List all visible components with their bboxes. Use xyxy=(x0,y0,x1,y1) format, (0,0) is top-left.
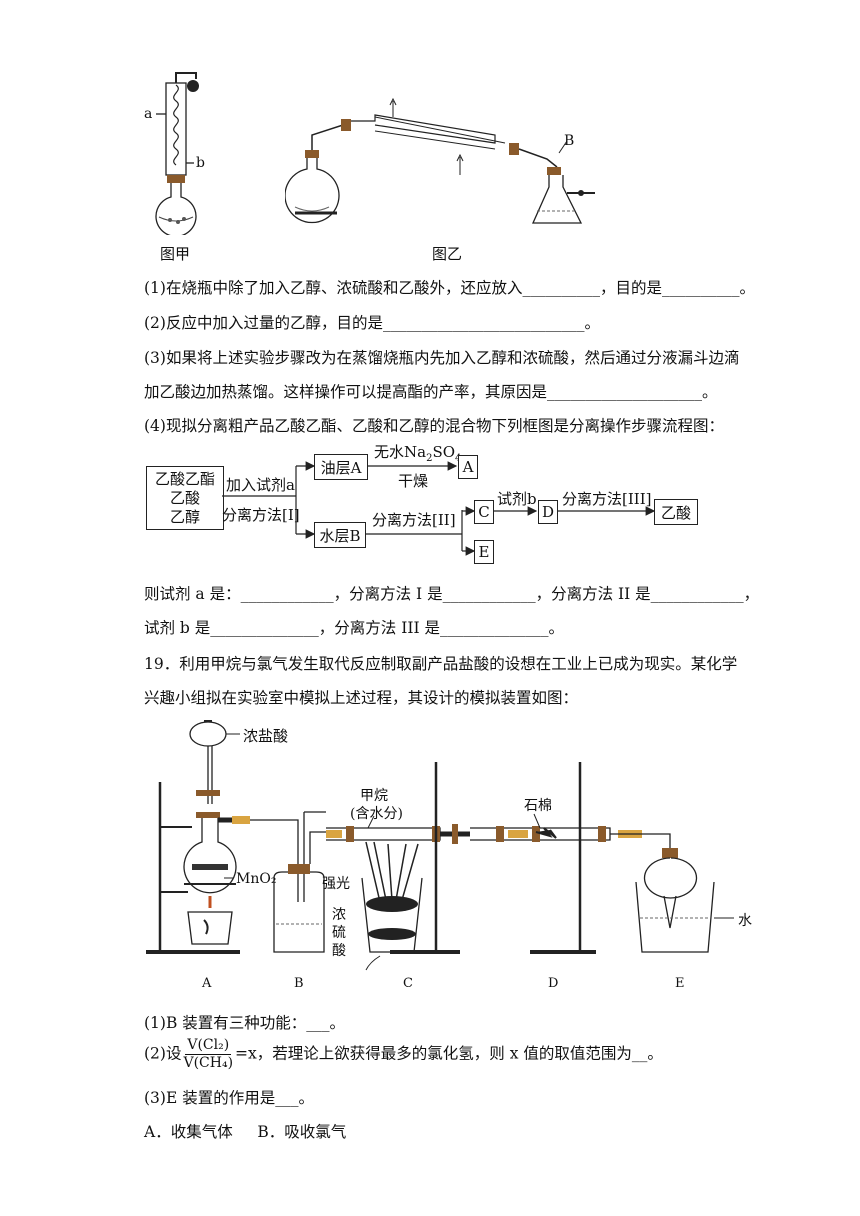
flow-box-E: E xyxy=(474,540,494,564)
apparatus-label-E: E xyxy=(675,976,685,991)
flow-mixture-line2: 乙酸 xyxy=(169,488,200,507)
flow-connectors xyxy=(222,461,656,556)
q18-answer-line1: 则试剂 a 是：____________，分离方法 I 是___________… xyxy=(144,585,760,603)
flow-mixture-box: 乙酸乙酯 乙酸 乙醇 xyxy=(146,466,224,530)
label-strong-light: 强光 xyxy=(322,876,350,892)
flow-drying-agent-prefix: 无水Na xyxy=(374,443,427,461)
q19-apparatus-drawing xyxy=(146,720,734,971)
q18-part3-line2: 加乙酸边加热蒸馏。这样操作可以提高酯的产率，其原因是______________… xyxy=(144,383,718,401)
label-sulfuric: 硫 xyxy=(332,925,346,941)
flow-box-C: C xyxy=(474,500,494,524)
q19-part2-prefix: (2)设 xyxy=(144,1044,182,1063)
q18-part4: (4)现拟分离粗产品乙酸乙酯、乙酸和乙醇的混合物下列框图是分离操作步骤流程图： xyxy=(144,417,724,435)
flow-drying-agent: 无水Na2SO4 xyxy=(374,441,461,464)
q19-stem-line1: 19．利用甲烷与氯气发生取代反应制取副产品盐酸的设想在工业上已成为现实。某化学 xyxy=(144,655,738,673)
flow-drying-agent-sub1: 2 xyxy=(426,453,433,464)
label-asbestos: 石棉 xyxy=(524,798,552,814)
q18-part3-line1: (3)如果将上述实验步骤改为在蒸馏烧瓶内先加入乙醇和浓硫酸，然后通过分液漏斗边滴 xyxy=(144,349,740,367)
label-water: 水 xyxy=(738,913,752,929)
q19-part3: (3)E 装置的作用是___。 xyxy=(144,1089,314,1107)
flow-product-label: 乙酸 xyxy=(660,503,691,522)
apparatus-label-B: B xyxy=(294,976,304,991)
q19-part1: (1)B 装置有三种功能：___。 xyxy=(144,1014,346,1032)
apparatus-label-D: D xyxy=(548,976,559,991)
label-mno2: MnO₂ xyxy=(236,871,277,887)
volume-ratio-fraction: V(Cl₂)V(CH₄) xyxy=(181,1037,235,1072)
q19-stem-line2: 兴趣小组拟在实验室中模拟上述过程，其设计的模拟装置如图： xyxy=(144,689,579,707)
q18-part1: (1)在烧瓶中除了加入乙醇、浓硫酸和乙酸外，还应放入__________，目的是… xyxy=(144,279,755,297)
label-conc-hcl: 浓盐酸 xyxy=(243,727,289,745)
flow-water-layer-box: 水层B xyxy=(314,522,366,548)
caption-fig-yi: 图乙 xyxy=(432,245,463,263)
flow-sep-method-2: 分离方法[II] xyxy=(372,511,456,529)
label-conc: 浓 xyxy=(332,907,346,923)
q18-answer-line2: 试剂 b 是______________，分离方法 III 是_________… xyxy=(144,619,564,637)
flow-reagent-b: 试剂b xyxy=(497,490,537,508)
flow-box-A-label: A xyxy=(462,458,474,476)
flow-product-box: 乙酸 xyxy=(654,499,698,525)
flow-add-reagent-a: 加入试剂a xyxy=(226,476,295,494)
fraction-numerator: V(Cl₂) xyxy=(185,1037,232,1055)
figure-yi-drawing xyxy=(285,97,595,224)
label-with-water: (含水分) xyxy=(350,806,403,822)
caption-fig-jia: 图甲 xyxy=(160,245,191,263)
flow-box-A: A xyxy=(458,455,478,479)
label-acid: 酸 xyxy=(332,943,346,959)
flow-sep-method-1: 分离方法[I] xyxy=(222,506,300,524)
flow-drying-agent-mid: SO xyxy=(432,443,456,461)
flow-water-layer-label: 水层B xyxy=(319,526,361,545)
q18-part2: (2)反应中加入过量的乙醇，目的是_______________________… xyxy=(144,314,600,332)
label-b: b xyxy=(196,155,205,171)
flow-box-C-label: C xyxy=(478,503,490,521)
label-methane: 甲烷 xyxy=(360,788,388,804)
apparatus-label-A: A xyxy=(202,976,212,991)
label-B-fig-yi: B xyxy=(564,133,575,149)
flow-box-D: D xyxy=(538,500,558,524)
q19-part2-suffix: =x，若理论上欲获得最多的氯化氢，则 x 值的取值范围为__。 xyxy=(235,1044,663,1063)
flow-sep-method-3: 分离方法[III] xyxy=(562,490,652,508)
label-a: a xyxy=(144,106,153,122)
fraction-denominator: V(CH₄) xyxy=(183,1055,234,1071)
flow-mixture-line1: 乙酸乙酯 xyxy=(154,469,215,488)
figure-jia-drawing xyxy=(155,72,199,235)
flow-oil-layer-label: 油层A xyxy=(320,458,362,477)
flow-mixture-line3: 乙醇 xyxy=(169,507,200,526)
q19-options: A．收集气体 B．吸收氯气 xyxy=(144,1123,347,1141)
flow-dry: 干燥 xyxy=(398,472,429,490)
flow-box-D-label: D xyxy=(541,503,555,521)
flow-box-E-label: E xyxy=(478,543,490,561)
flow-oil-layer-box: 油层A xyxy=(314,454,368,480)
apparatus-label-C: C xyxy=(403,976,413,991)
